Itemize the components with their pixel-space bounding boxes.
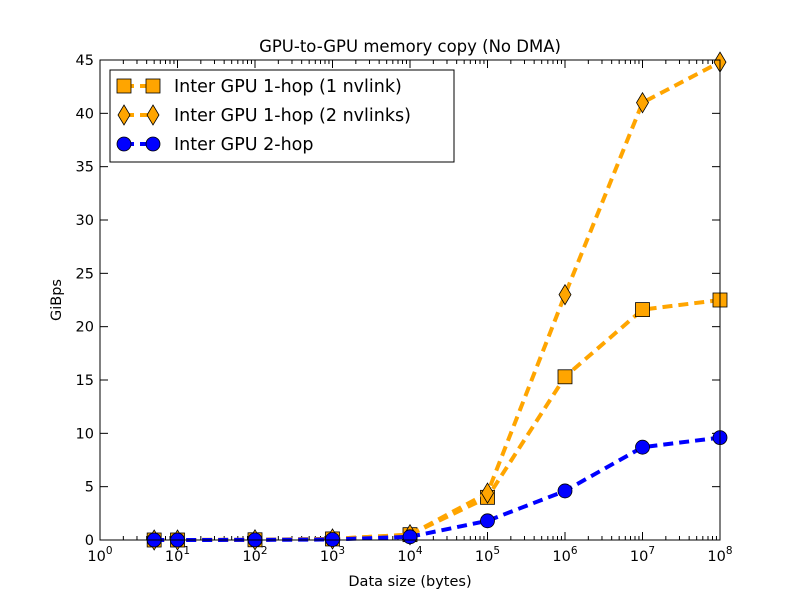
data-point (558, 283, 572, 306)
data-point (635, 302, 650, 318)
legend-marker (145, 78, 161, 94)
y-tick-label: 5 (85, 480, 94, 496)
legend-marker (117, 104, 131, 126)
y-tick-label: 20 (76, 320, 94, 336)
y-tick-label: 0 (85, 533, 94, 549)
data-point (325, 532, 340, 547)
x-tick-label: 104 (397, 545, 422, 565)
data-point (481, 482, 494, 504)
legend-marker (145, 136, 161, 152)
y-tick-label: 45 (76, 53, 94, 69)
legend-box (109, 69, 455, 163)
y-tick-label: 10 (76, 426, 94, 442)
x-tick-label: 107 (630, 545, 655, 565)
data-point (557, 483, 573, 499)
legend-marker (146, 104, 160, 126)
data-point (635, 439, 650, 455)
x-tick-label: 101 (165, 545, 190, 565)
legend-label: Inter GPU 1-hop (2 nvlinks) (174, 106, 411, 126)
x-tick-label: 100 (87, 545, 112, 565)
y-tick-label: 40 (76, 106, 94, 122)
y-tick-label: 25 (76, 266, 94, 282)
plot-frame (99, 59, 721, 541)
data-point (480, 513, 495, 529)
x-axis-label: Data size (bytes) (348, 574, 471, 590)
data-point (557, 369, 573, 385)
data-point (636, 91, 649, 114)
legend-item: Inter GPU 2-hop (116, 135, 313, 155)
y-tick-label: 30 (76, 213, 94, 229)
chart-title: GPU-to-GPU memory copy (No DMA) (259, 37, 561, 56)
legend-label: Inter GPU 2-hop (174, 135, 313, 155)
x-tick-label: 105 (475, 545, 500, 565)
legend-label: Inter GPU 1-hop (1 nvlink) (174, 77, 402, 97)
y-tick-label: 15 (76, 373, 94, 389)
legend-marker (116, 136, 132, 152)
legend-item: Inter GPU 1-hop (1 nvlink) (116, 77, 402, 97)
x-tick-label: 106 (552, 545, 577, 565)
legend-item: Inter GPU 1-hop (2 nvlinks) (117, 104, 411, 126)
x-tick-label: 103 (320, 545, 345, 565)
x-tick-label: 108 (707, 545, 732, 565)
x-tick-label: 102 (242, 545, 267, 565)
y-tick-label: 35 (76, 160, 94, 176)
legend-marker (116, 78, 132, 94)
y-axis-label: GiBps (49, 279, 65, 321)
data-point (402, 529, 418, 545)
axis-ticks: 0 5 10 15 20 25 30 35 40 45 100 101 102 103 104 105 106 1… (76, 53, 733, 565)
legend: Inter GPU 1-hop (1 nvlink) Inter GPU 1-ho… (109, 69, 455, 163)
